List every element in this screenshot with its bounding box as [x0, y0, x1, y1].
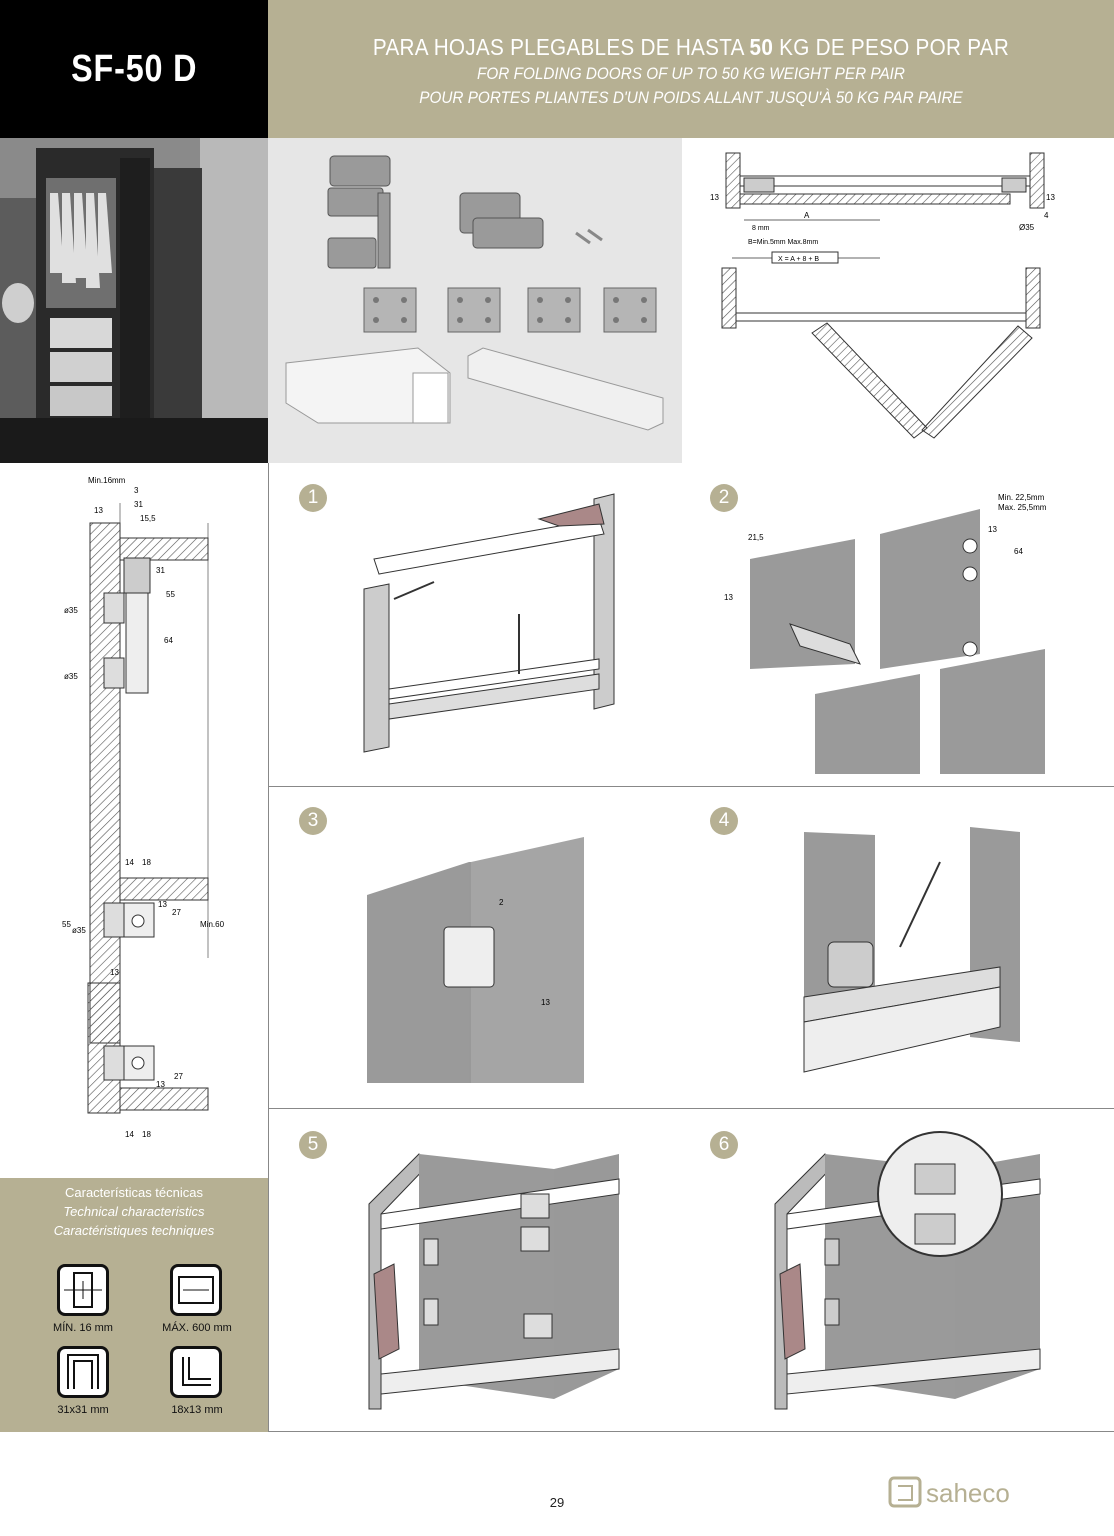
s2-d21-5: 21,5 [748, 533, 764, 542]
plan-dim-d35: Ø35 [1019, 223, 1035, 232]
sec-d31: 31 [134, 500, 143, 509]
sec-d15-5: 15,5 [140, 514, 156, 523]
divider-row3 [268, 1431, 1114, 1432]
vertical-section-diagram: Min.16mm 3 13 31 15,5 31 55 64 ø35 ø35 1… [0, 463, 268, 1178]
sec-d31b: 31 [156, 566, 165, 575]
tech-max-label: MÁX. 600 mm [162, 1322, 232, 1334]
sec-d13: 13 [94, 506, 103, 515]
sec-d18b: 18 [142, 1130, 151, 1139]
min-thickness-icon [57, 1264, 109, 1316]
s3-d2: 2 [499, 898, 504, 907]
s2-d64: 64 [1014, 547, 1023, 556]
step-6-panel: 6 [690, 1109, 1114, 1430]
step-4-panel: 4 [690, 787, 1114, 1107]
model-title: SF-50 D [70, 47, 198, 90]
plan-dim-X: X = A + 8 + B [778, 256, 819, 263]
tech-profile-label: 31x31 mm [57, 1404, 109, 1416]
sec-d27: 27 [172, 908, 181, 917]
sec-d13b: 13 [158, 900, 167, 909]
header-line-en: FOR FOLDING DOORS OF UP TO 50 KG WEIGHT … [477, 64, 905, 83]
tech-title-en: Technical characteristics [63, 1204, 205, 1219]
step-3-panel: 3 2 13 [269, 787, 689, 1107]
wardrobe-photo [0, 138, 268, 463]
step-number: 1 [299, 484, 327, 512]
sec-d13c: 13 [110, 968, 119, 977]
step-number: 4 [710, 807, 738, 835]
plan-view-diagram: 13 13 4 Ø35 A 8 mm B=Min.5mm Max.8mm X =… [682, 138, 1114, 463]
sec-min60: Min.60 [200, 920, 225, 929]
sec-d55b: 55 [62, 920, 71, 929]
plan-dim-B: B=Min.5mm Max.8mm [748, 239, 818, 246]
divider-row1 [268, 786, 1114, 787]
model-title-box: SF-50 D [0, 0, 268, 138]
step-5-panel: 5 [269, 1109, 689, 1430]
step-2-panel: 2 Min. 22,5mm Max. 25,5mm 13 64 21,5 13 [690, 464, 1114, 785]
sec-d3: 3 [134, 486, 139, 495]
sec-d14b: 14 [125, 1130, 134, 1139]
header-banner: PARA HOJAS PLEGABLES DE HASTA 50 KG DE P… [268, 0, 1114, 138]
s2-max: Max. 25,5mm [998, 503, 1047, 512]
step-1-panel: 1 [269, 464, 689, 785]
divider-row2 [268, 1108, 1114, 1109]
sec-o35a: ø35 [64, 606, 78, 615]
s3-d13: 13 [541, 998, 550, 1007]
sec-o35b: ø35 [64, 672, 78, 681]
plan-dim-13-left: 13 [710, 193, 719, 202]
divider-vertical [268, 463, 269, 1432]
sec-o35c: ø35 [72, 926, 86, 935]
s2-d13: 13 [988, 525, 997, 534]
sec-d64: 64 [164, 636, 173, 645]
step-number: 5 [299, 1131, 327, 1159]
step-number: 6 [710, 1131, 738, 1159]
sec-d27b: 27 [174, 1072, 183, 1081]
bottom-guide-icon [170, 1346, 222, 1398]
profile-icon [57, 1346, 109, 1398]
s2-min: Min. 22,5mm [998, 493, 1045, 502]
tech-min-label: MÍN. 16 mm [53, 1322, 113, 1334]
max-width-icon [170, 1264, 222, 1316]
step-number: 2 [710, 484, 738, 512]
page-number: 29 [549, 1495, 565, 1510]
sec-d55: 55 [166, 590, 175, 599]
product-components-photo [268, 138, 682, 463]
plan-dim-8mm: 8 mm [752, 225, 770, 232]
s2-d13b: 13 [724, 593, 733, 602]
plan-dim-13-right: 13 [1046, 193, 1055, 202]
tech-bottom-label: 18x13 mm [171, 1404, 223, 1416]
sec-min16: Min.16mm [88, 476, 126, 485]
sec-d13d: 13 [156, 1080, 165, 1089]
saheco-logo: saheco [888, 1472, 1028, 1512]
sec-d14: 14 [125, 858, 134, 867]
sec-d18: 18 [142, 858, 151, 867]
technical-characteristics-panel: Características técnicas Technical chara… [0, 1178, 268, 1432]
header-line-fr: POUR PORTES PLIANTES D'UN POIDS ALLANT J… [419, 88, 963, 107]
plan-dim-4: 4 [1044, 211, 1049, 220]
header-line-es: PARA HOJAS PLEGABLES DE HASTA 50 KG DE P… [372, 34, 1010, 60]
tech-title-fr: Caractéristiques techniques [53, 1223, 215, 1238]
plan-dim-A: A [804, 211, 810, 220]
logo-text: saheco [926, 1478, 1010, 1508]
tech-title-es: Características técnicas [65, 1185, 203, 1200]
step-number: 3 [299, 807, 327, 835]
